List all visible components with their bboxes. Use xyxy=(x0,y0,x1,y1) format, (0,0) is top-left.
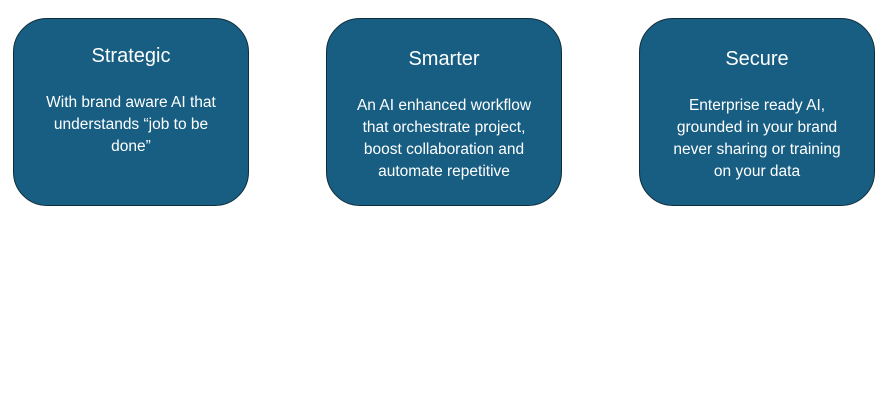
card-body-strategic: With brand aware AI that understands “jo… xyxy=(46,94,216,155)
card-strategic: Strategic With brand aware AI that under… xyxy=(13,18,249,206)
card-title-secure: Secure xyxy=(725,48,789,70)
card-title-smarter: Smarter xyxy=(408,48,480,70)
card-body-smarter: An AI enhanced workflow that orchestrate… xyxy=(356,97,532,180)
card-smarter: Smarter An AI enhanced workflow that orc… xyxy=(326,18,562,206)
card-title-strategic: Strategic xyxy=(91,45,171,67)
card-body-secure: Enterprise ready AI, grounded in your br… xyxy=(673,97,841,180)
card-secure: Secure Enterprise ready AI, grounded in … xyxy=(639,18,875,206)
